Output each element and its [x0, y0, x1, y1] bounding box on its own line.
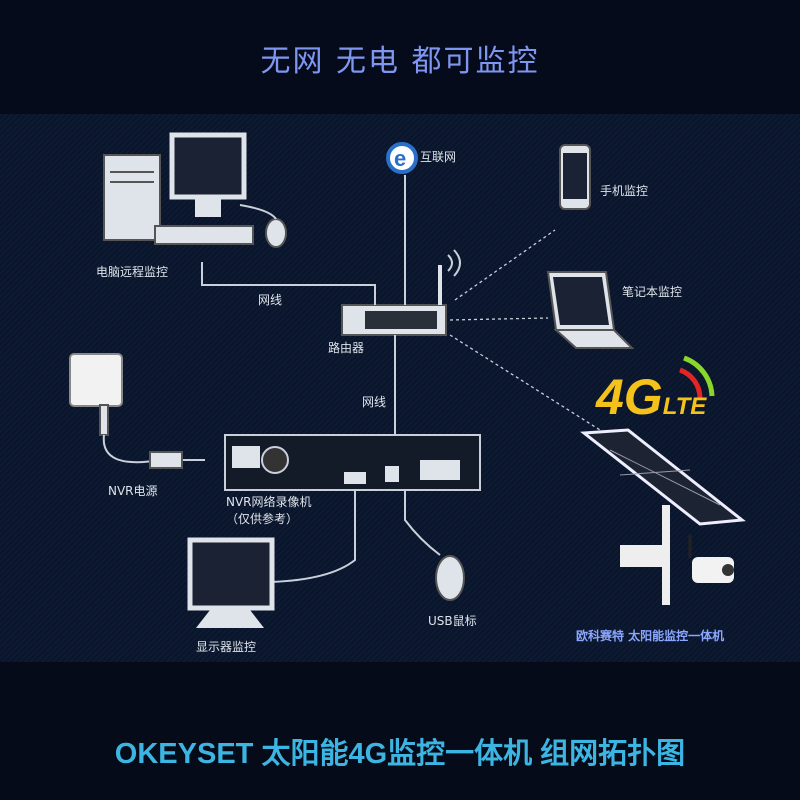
- product-caption: 欧科赛特 太阳能监控一体机: [576, 629, 725, 643]
- label-cable-1: 网线: [258, 293, 283, 307]
- label-router: 路由器: [328, 341, 365, 355]
- label-laptop: 笔记本监控: [622, 285, 683, 299]
- label-internet: 互联网: [420, 150, 457, 164]
- power-outlet-icon: [69, 353, 123, 436]
- cable-pc-router: [201, 262, 376, 305]
- svg-text:e: e: [394, 146, 406, 171]
- headline: 无网 无电 都可监控: [260, 44, 540, 79]
- lte-text: LTE: [662, 393, 707, 420]
- label-pc: 电脑远程监控: [96, 265, 169, 279]
- header-band: [0, 0, 800, 114]
- label-monitor: 显示器监控: [196, 640, 257, 654]
- router-icon: [341, 249, 461, 336]
- label-nvr: NVR网络录像机: [226, 495, 312, 509]
- label-cable-2: 网线: [362, 395, 387, 409]
- footer-title: OKEYSET 太阳能4G监控一体机 组网拓扑图: [114, 738, 686, 770]
- label-nvr-note: （仅供参考）: [226, 512, 299, 526]
- solar-camera-product-icon: [580, 355, 746, 605]
- footer-band: [0, 662, 800, 800]
- internet-explorer-icon: e: [386, 142, 418, 174]
- laptop-icon: [546, 271, 635, 349]
- pc-icon: [103, 132, 287, 248]
- label-mouse: USB鼠标: [428, 614, 477, 628]
- 4g-text: 4G: [596, 369, 663, 425]
- 4g-lte-badge: 4GLTE: [596, 368, 706, 426]
- mouse-icon: [435, 555, 465, 601]
- nvr-recorder-icon: [224, 434, 481, 491]
- label-nvr-power: NVR电源: [108, 484, 158, 498]
- label-phone: 手机监控: [600, 184, 649, 198]
- monitor-icon: [187, 537, 275, 628]
